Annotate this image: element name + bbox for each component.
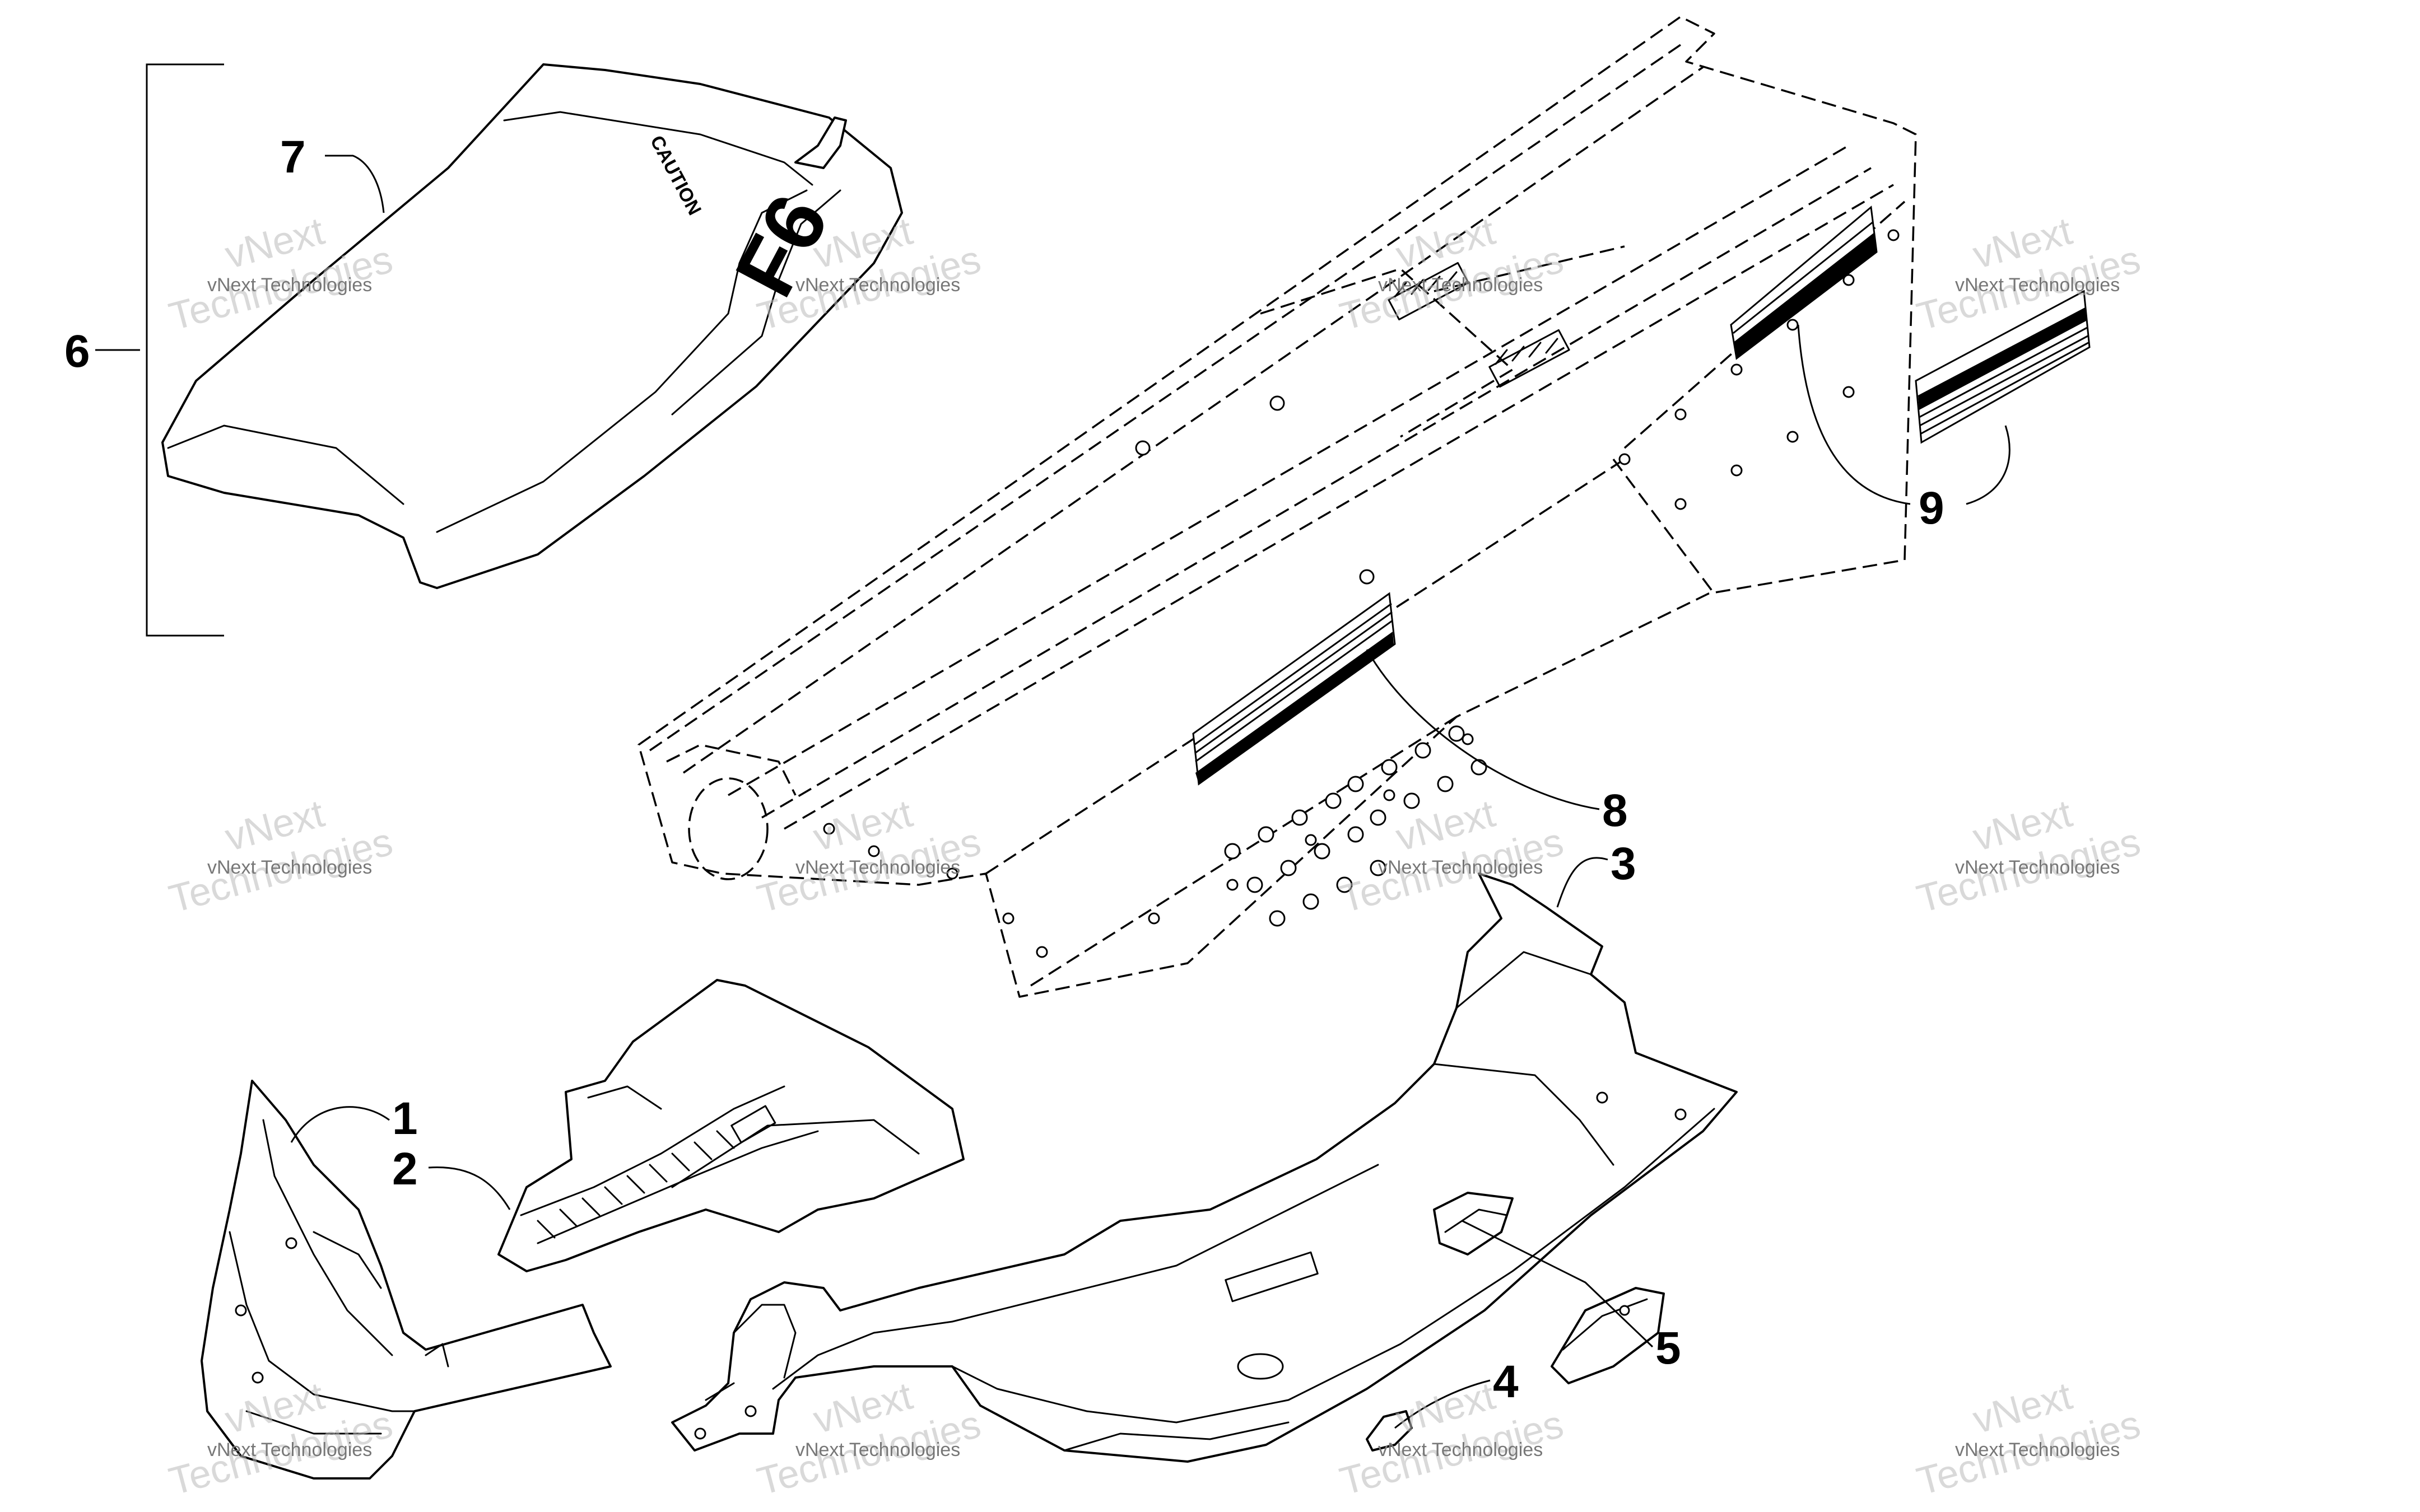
svg-text:vNext Technologies: vNext Technologies	[207, 274, 372, 296]
svg-text:vNext Technologies: vNext Technologies	[207, 1439, 372, 1460]
callout-6: 6	[64, 326, 90, 377]
svg-text:vNext Technologies: vNext Technologies	[1955, 857, 2120, 878]
svg-text:vNext Technologies: vNext Technologies	[1378, 857, 1543, 878]
watermark-5: vNext Technologies vNext Technologies	[165, 791, 397, 921]
seat-kit-bracket	[146, 63, 224, 637]
nose-pan	[201, 1080, 612, 1480]
callout-9: 9	[1919, 483, 1944, 534]
chassis-opening	[1433, 1192, 1514, 1256]
tunnel-assembly	[637, 16, 1917, 998]
callout-4: 4	[1493, 1356, 1519, 1407]
callout-7: 7	[280, 132, 306, 183]
watermark-4: vNext Technologies vNext Technologies	[1912, 209, 2145, 339]
callout-8: 8	[1602, 785, 1628, 836]
svg-text:vNext Technologies: vNext Technologies	[207, 857, 372, 878]
tunnel-decal-9-right	[1915, 290, 2091, 444]
tunnel-rivets	[823, 229, 1900, 958]
watermark-8: vNext Technologies vNext Technologies	[1912, 791, 2145, 921]
tunnel-decal-9-left	[1730, 206, 1878, 360]
callouts: 1 2 3 4 5 6 7 8 9	[64, 132, 1944, 1407]
seat-rear-handle	[794, 116, 847, 169]
running-board-holes	[1224, 725, 1487, 927]
callout-5: 5	[1655, 1323, 1681, 1374]
tunnel-vent-left	[1388, 262, 1570, 388]
callout-2: 2	[392, 1144, 418, 1194]
svg-text:vNext Technologies: vNext Technologies	[795, 274, 960, 296]
callout-1: 1	[392, 1093, 418, 1144]
svg-text:vNext Technologies: vNext Technologies	[1378, 1439, 1543, 1460]
watermark-10: vNext Technologies vNext Technologies	[753, 1374, 985, 1504]
rear-side-panel	[497, 979, 965, 1272]
watermark-12: vNext Technologies vNext Technologies	[1912, 1374, 2145, 1504]
svg-text:vNext Technologies: vNext Technologies	[795, 1439, 960, 1460]
callout-3: 3	[1611, 838, 1636, 889]
chassis-belly-pan	[671, 872, 1738, 1463]
svg-text:vNext Technologies: vNext Technologies	[1955, 274, 2120, 296]
svg-text:vNext Technologies: vNext Technologies	[795, 857, 960, 878]
footrest-bracket-5	[1551, 1287, 1665, 1384]
clip-4	[1366, 1410, 1413, 1452]
svg-text:vNext Technologies: vNext Technologies	[1955, 1439, 2120, 1460]
leader-lines	[95, 155, 2011, 1429]
seat-assembly: F6 CAUTION	[146, 63, 903, 637]
svg-text:vNext Technologies: vNext Technologies	[1378, 274, 1543, 296]
tunnel-decal-8	[1192, 592, 1396, 786]
